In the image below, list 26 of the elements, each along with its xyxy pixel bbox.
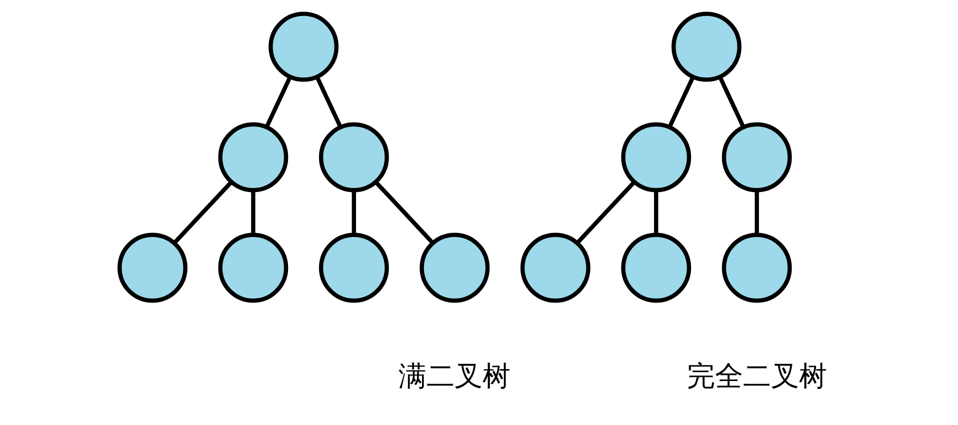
connector (250, 190, 255, 235)
connector (314, 76, 342, 128)
node-circle (520, 232, 590, 303)
node-circle (117, 232, 187, 303)
connector (575, 180, 636, 244)
node-circle (218, 122, 288, 192)
connector (374, 180, 434, 244)
connector (264, 76, 292, 128)
connector (667, 76, 694, 128)
node-circle (620, 232, 691, 303)
node-circle (620, 122, 691, 192)
connector (351, 190, 356, 235)
connector (654, 190, 658, 235)
connector (718, 76, 745, 128)
node-circle (721, 232, 792, 303)
label: 满二叉树 (398, 361, 510, 392)
node-circle (318, 232, 388, 303)
node-circle (721, 122, 792, 192)
connector (172, 180, 232, 244)
node-circle (671, 12, 741, 82)
node-circle (419, 232, 490, 303)
label: 完全二叉树 (686, 361, 826, 392)
node-circle (318, 122, 388, 192)
node-circle (268, 12, 338, 82)
node-circle (218, 232, 288, 303)
connector (754, 190, 758, 235)
